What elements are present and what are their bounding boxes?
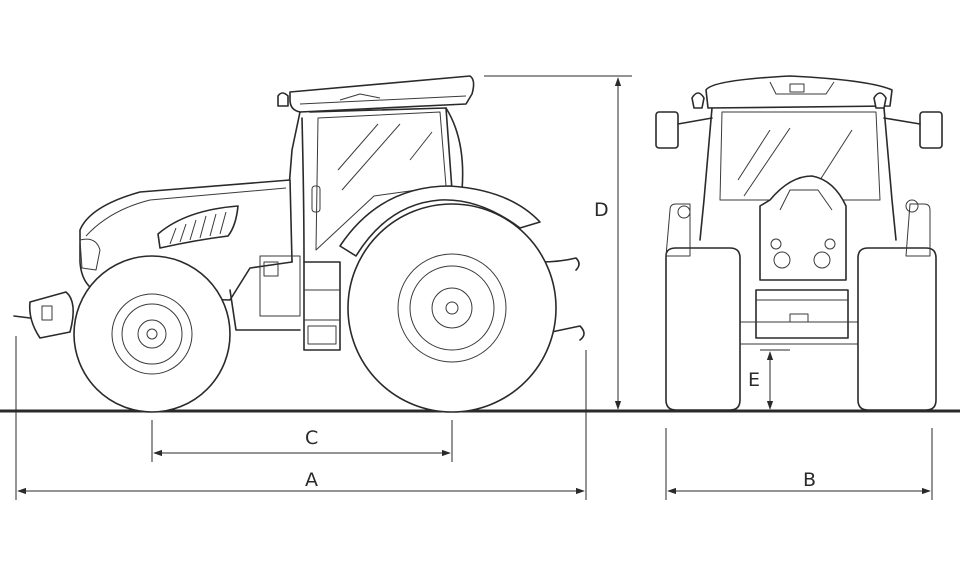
front-wheel (73, 255, 231, 413)
front-view-left-wheel (665, 203, 741, 411)
tractor-side-view (13, 75, 585, 413)
rear-wheel (347, 203, 557, 413)
dimension-label-b: B (803, 469, 816, 491)
dimension-label-d: D (594, 199, 609, 221)
dimension-lines (15, 75, 933, 500)
front-view-right-wheel (857, 203, 937, 411)
dimension-label-e: E (748, 369, 760, 391)
dimension-label-c: C (305, 427, 318, 449)
tractor-front-view (655, 75, 943, 411)
dimension-label-a: A (305, 469, 318, 491)
